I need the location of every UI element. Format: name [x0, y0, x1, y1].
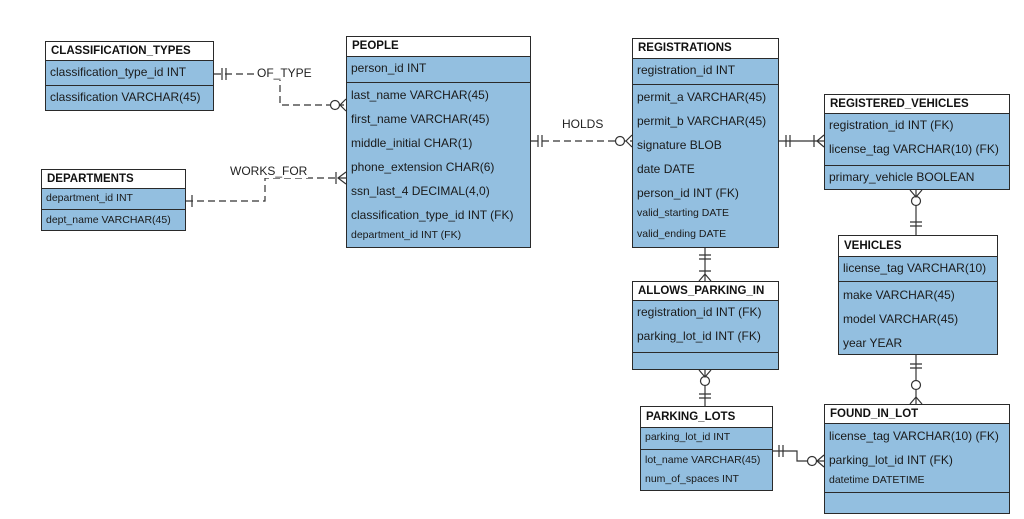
attribute-row: classification_type_id INT: [50, 65, 187, 79]
attribute-row: parking_lot_id INT (FK): [829, 453, 953, 467]
entity-title: ALLOWS_PARKING_IN: [633, 282, 778, 301]
lots-found-zero-mark: [806, 455, 818, 467]
attribute-row: permit_b VARCHAR(45): [637, 114, 767, 128]
attribute-row: num_of_spaces INT: [645, 473, 739, 485]
lots-found-one-mark: [778, 445, 784, 457]
primary-key-section: registration_id INT (FK) parking_lot_id …: [633, 301, 778, 353]
holds-zero-mark: [614, 135, 626, 147]
entity-allows-parking-in[interactable]: ALLOWS_PARKING_IN registration_id INT (F…: [632, 281, 779, 370]
primary-key-section: parking_lot_id INT: [641, 428, 772, 450]
holds-one-mark: [537, 135, 543, 147]
attribute-row: model VARCHAR(45): [843, 312, 959, 326]
attribute-row: parking_lot_id INT (FK): [637, 329, 761, 343]
allows-lots-one-mark: [699, 393, 711, 399]
primary-key-section: license_tag VARCHAR(10) (FK) parking_lot…: [825, 424, 1009, 493]
attribute-row: signature BLOB: [637, 138, 722, 152]
attribute-row: first_name VARCHAR(45): [351, 112, 490, 126]
of-type-many-mark: [339, 98, 347, 112]
primary-key-section: department_id INT: [42, 189, 185, 210]
entity-people[interactable]: PEOPLE person_id INT last_name VARCHAR(4…: [346, 36, 531, 248]
attribute-row: dept_name VARCHAR(45): [46, 214, 171, 226]
attribute-section: make VARCHAR(45) model VARCHAR(45) year …: [839, 282, 997, 350]
holds-label: HOLDS: [561, 117, 605, 131]
attribute-row: ssn_last_4 DECIMAL(4,0): [351, 184, 490, 198]
works-for-many-mark: [335, 171, 347, 185]
attribute-row: classification VARCHAR(45): [50, 90, 201, 104]
of-type-one-mark: [221, 68, 227, 80]
attribute-section: last_name VARCHAR(45) first_name VARCHAR…: [347, 83, 530, 241]
of-type-label: OF_TYPE: [256, 66, 313, 80]
attribute-row: datetime DATETIME: [829, 474, 925, 486]
attribute-row: lot_name VARCHAR(45): [645, 454, 761, 466]
attribute-row: license_tag VARCHAR(10) (FK): [829, 142, 999, 156]
entity-parking-lots[interactable]: PARKING_LOTS parking_lot_id INT lot_name…: [640, 406, 773, 491]
entity-title: CLASSIFICATION_TYPES: [46, 42, 213, 61]
attribute-row: license_tag VARCHAR(10): [843, 261, 987, 275]
attribute-row: valid_ending DATE: [637, 228, 727, 240]
entity-title: REGISTERED_VEHICLES: [825, 95, 1009, 114]
primary-key-section: registration_id INT: [633, 59, 778, 85]
attribute-section: [825, 493, 1009, 511]
entity-registrations[interactable]: REGISTRATIONS registration_id INT permit…: [632, 38, 779, 248]
attribute-section: dept_name VARCHAR(45): [42, 210, 185, 226]
attribute-section: lot_name VARCHAR(45) num_of_spaces INT: [641, 450, 772, 485]
attribute-row: last_name VARCHAR(45): [351, 88, 489, 102]
entity-title: PARKING_LOTS: [641, 407, 772, 428]
attribute-row: year YEAR: [843, 336, 903, 350]
regveh-veh-one-mark: [910, 221, 922, 227]
regveh-veh-many-mark: [909, 189, 923, 198]
veh-found-one-mark: [910, 363, 922, 369]
entity-title: FOUND_IN_LOT: [825, 405, 1009, 424]
attribute-section: [633, 353, 778, 369]
attribute-row: primary_vehicle BOOLEAN: [829, 170, 975, 184]
entity-registered-vehicles[interactable]: REGISTERED_VEHICLES registration_id INT …: [824, 94, 1010, 190]
attribute-row: parking_lot_id INT: [645, 431, 731, 443]
of-type-connector: [214, 73, 346, 106]
attribute-row: registration_id INT (FK): [637, 305, 762, 319]
attribute-row: license_tag VARCHAR(10) (FK): [829, 429, 999, 443]
attribute-section: primary_vehicle BOOLEAN: [825, 166, 1009, 184]
primary-key-section: license_tag VARCHAR(10): [839, 257, 997, 282]
entity-title: DEPARTMENTS: [42, 170, 185, 189]
attribute-row: classification_type_id INT (FK): [351, 208, 514, 222]
primary-key-section: registration_id INT (FK) license_tag VAR…: [825, 114, 1009, 166]
attribute-row: department_id INT: [46, 192, 133, 204]
of-type-zero-mark: [329, 99, 341, 111]
primary-key-section: person_id INT: [347, 57, 530, 83]
attribute-row: valid_starting DATE: [637, 207, 730, 219]
veh-found-many-mark: [909, 396, 923, 405]
reg-allows-one-mark: [699, 254, 711, 260]
reg-regveh-one-mark: [785, 135, 791, 147]
lots-found-many-mark: [816, 454, 825, 468]
attribute-row: permit_a VARCHAR(45): [637, 90, 767, 104]
works-for-connector: [186, 177, 346, 202]
entity-found-in-lot[interactable]: FOUND_IN_LOT license_tag VARCHAR(10) (FK…: [824, 404, 1010, 514]
reg-regveh-many-mark: [813, 134, 825, 148]
entity-classification-types[interactable]: CLASSIFICATION_TYPES classification_type…: [45, 41, 214, 111]
attribute-row: person_id INT: [351, 61, 427, 75]
entity-title: PEOPLE: [347, 37, 530, 57]
attribute-section: classification VARCHAR(45): [46, 86, 213, 104]
attribute-row: middle_initial CHAR(1): [351, 136, 473, 150]
veh-found-zero-mark: [910, 379, 922, 391]
reg-allows-many-mark: [698, 270, 712, 282]
attribute-row: date DATE: [637, 162, 695, 176]
attribute-row: phone_extension CHAR(6): [351, 160, 495, 174]
attribute-section: permit_a VARCHAR(45) permit_b VARCHAR(45…: [633, 85, 778, 240]
attribute-row: registration_id INT: [637, 63, 736, 77]
attribute-row: registration_id INT (FK): [829, 118, 954, 132]
holds-many-mark: [625, 134, 633, 148]
works-for-label: WORKS_FOR: [229, 164, 309, 178]
entity-title: VEHICLES: [839, 236, 997, 257]
attribute-row: department_id INT (FK): [351, 229, 462, 241]
attribute-row: person_id INT (FK): [637, 186, 739, 200]
allows-lots-many-mark: [698, 369, 712, 378]
entity-title: REGISTRATIONS: [633, 39, 778, 59]
attribute-row: make VARCHAR(45): [843, 288, 955, 302]
entity-departments[interactable]: DEPARTMENTS department_id INT dept_name …: [41, 169, 186, 231]
primary-key-section: classification_type_id INT: [46, 61, 213, 86]
entity-vehicles[interactable]: VEHICLES license_tag VARCHAR(10) make VA…: [838, 235, 998, 355]
